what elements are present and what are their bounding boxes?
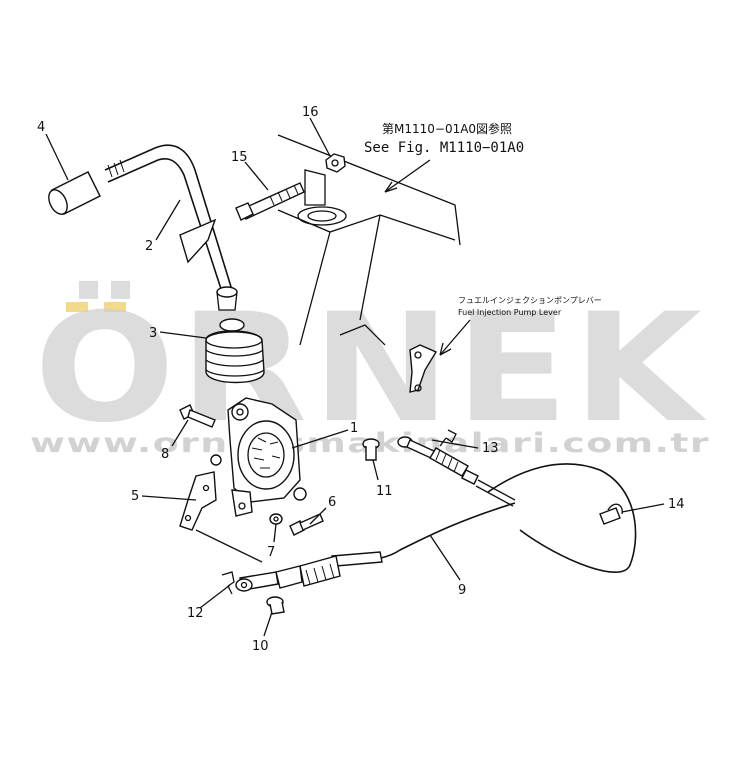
part-16-nut [325,153,346,173]
watermark-umlaut-right [104,302,126,312]
fuel-injection-pump-lever [409,344,438,393]
callout-10: 10 [252,639,269,654]
watermark: ÖRNEK www.orneksmakinalari.com.tr [30,280,709,459]
fuel-lever-note-jp: フュエルインジェクションポンプレバー [458,296,602,305]
callout-6: 6 [328,495,336,510]
callout-12: 12 [187,606,204,621]
callout-4: 4 [37,120,45,135]
callout-13: 13 [482,441,499,456]
part-11-pin [362,438,380,461]
part-9-cable [235,436,637,592]
part-15-bolt [235,182,305,221]
see-fig-arrowhead [384,181,398,193]
part-1-lever-body [210,397,307,517]
callout-15: 15 [231,150,248,165]
see-fig-note-en: See Fig. M1110−01A0 [364,140,524,156]
leader-lines [45,117,665,637]
callout-9: 9 [458,583,466,598]
part-6-bolt [289,513,324,536]
part-12-cotter-pin [221,571,235,595]
part-7-washer [269,513,283,525]
fuel-lever-arrowhead [439,342,452,356]
callout-2: 2 [145,239,153,254]
part-2-lever [104,144,238,311]
callout-3: 3 [149,326,157,341]
callout-7: 7 [267,545,275,560]
callout-14: 14 [668,497,685,512]
callout-11: 11 [376,484,393,499]
part-10-pin [266,596,285,615]
callout-8: 8 [161,447,169,462]
part-4-grip [48,171,101,215]
watermark-umlaut-left [66,302,88,312]
part-5-bracket [179,471,217,531]
fuel-lever-note-en: Fuel Injection Pump Lever [458,308,562,317]
callout-1: 1 [350,421,358,436]
part-8-bolt [179,404,216,428]
callout-5: 5 [131,489,139,504]
part-14-clamp [599,503,623,525]
watermark-brand: ÖRNEK [34,280,707,456]
see-fig-leader [384,159,431,193]
callout-16: 16 [302,105,319,120]
fuel-lever-leader [439,319,471,356]
part-3-boot [205,318,265,384]
see-fig-note-jp: 第M1110−01A0図参照 [382,121,512,136]
